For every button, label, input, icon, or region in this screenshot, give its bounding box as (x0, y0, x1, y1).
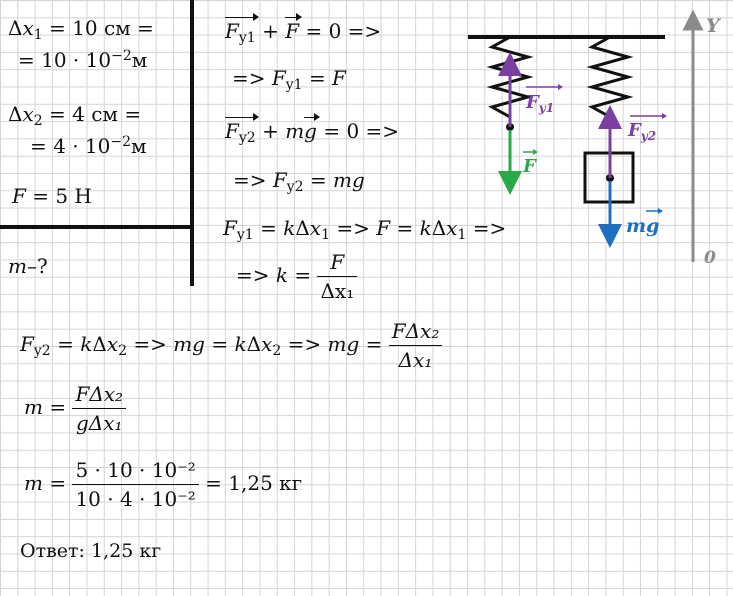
label-f: F (522, 149, 538, 177)
fraction-k: F Δx₁ (317, 250, 358, 303)
equation-5: Fy1 = kΔx1 => F = kΔx1 => (223, 216, 507, 244)
given-horizontal-divider (0, 225, 192, 229)
equation-8: m = FΔx₂ gΔx₁ (24, 382, 127, 435)
spring-diagram: Fy1 F Fy2 mg Y 0 (468, 9, 722, 268)
given-dx2-line2: = 4 · 10−2м (30, 134, 147, 158)
label-mg: mg (626, 208, 663, 237)
label-fy1: Fy1 (525, 84, 563, 115)
svg-text:F: F (522, 156, 537, 177)
equation-3: Fy2 + mg = 0 => (225, 112, 400, 147)
fraction-m: FΔx₂ gΔx₁ (72, 382, 127, 435)
equation-4: => Fy2 = mg (233, 168, 365, 196)
given-dx2-line1: Δx2 = 4 см = (8, 102, 142, 130)
fraction-mg: FΔx₂ Δx₁ (388, 319, 443, 372)
svg-text:Fy2: Fy2 (627, 120, 656, 143)
spring-1 (486, 35, 534, 119)
label-fy2: Fy2 (627, 113, 667, 143)
given-force: F = 5 Н (12, 184, 92, 208)
given-vertical-divider (190, 0, 194, 286)
equation-9: m = 5 · 10 · 10⁻² 10 · 4 · 10⁻² = 1,25 к… (24, 458, 303, 511)
svg-text:Fy1: Fy1 (525, 92, 554, 115)
given-dx1-line1: Δx1 = 10 см = (8, 16, 154, 44)
equation-6: => k = F Δx₁ (236, 250, 358, 303)
given-dx1-line2: = 10 · 10−2м (18, 48, 148, 72)
svg-text:mg: mg (626, 215, 659, 237)
given-find: m–? (8, 254, 48, 278)
equation-2: => Fy1 = F (232, 66, 346, 94)
fraction-numeric: 5 · 10 · 10⁻² 10 · 4 · 10⁻² (72, 458, 199, 511)
equation-1: Fy1 + F = 0 => (225, 12, 382, 47)
y-axis-label: Y (706, 15, 722, 37)
equation-7: Fy2 = kΔx2 => mg = kΔx2 => mg = FΔx₂ Δx₁ (20, 319, 443, 372)
answer: Ответ: 1,25 кг (20, 540, 162, 562)
origin-label: 0 (704, 248, 716, 268)
